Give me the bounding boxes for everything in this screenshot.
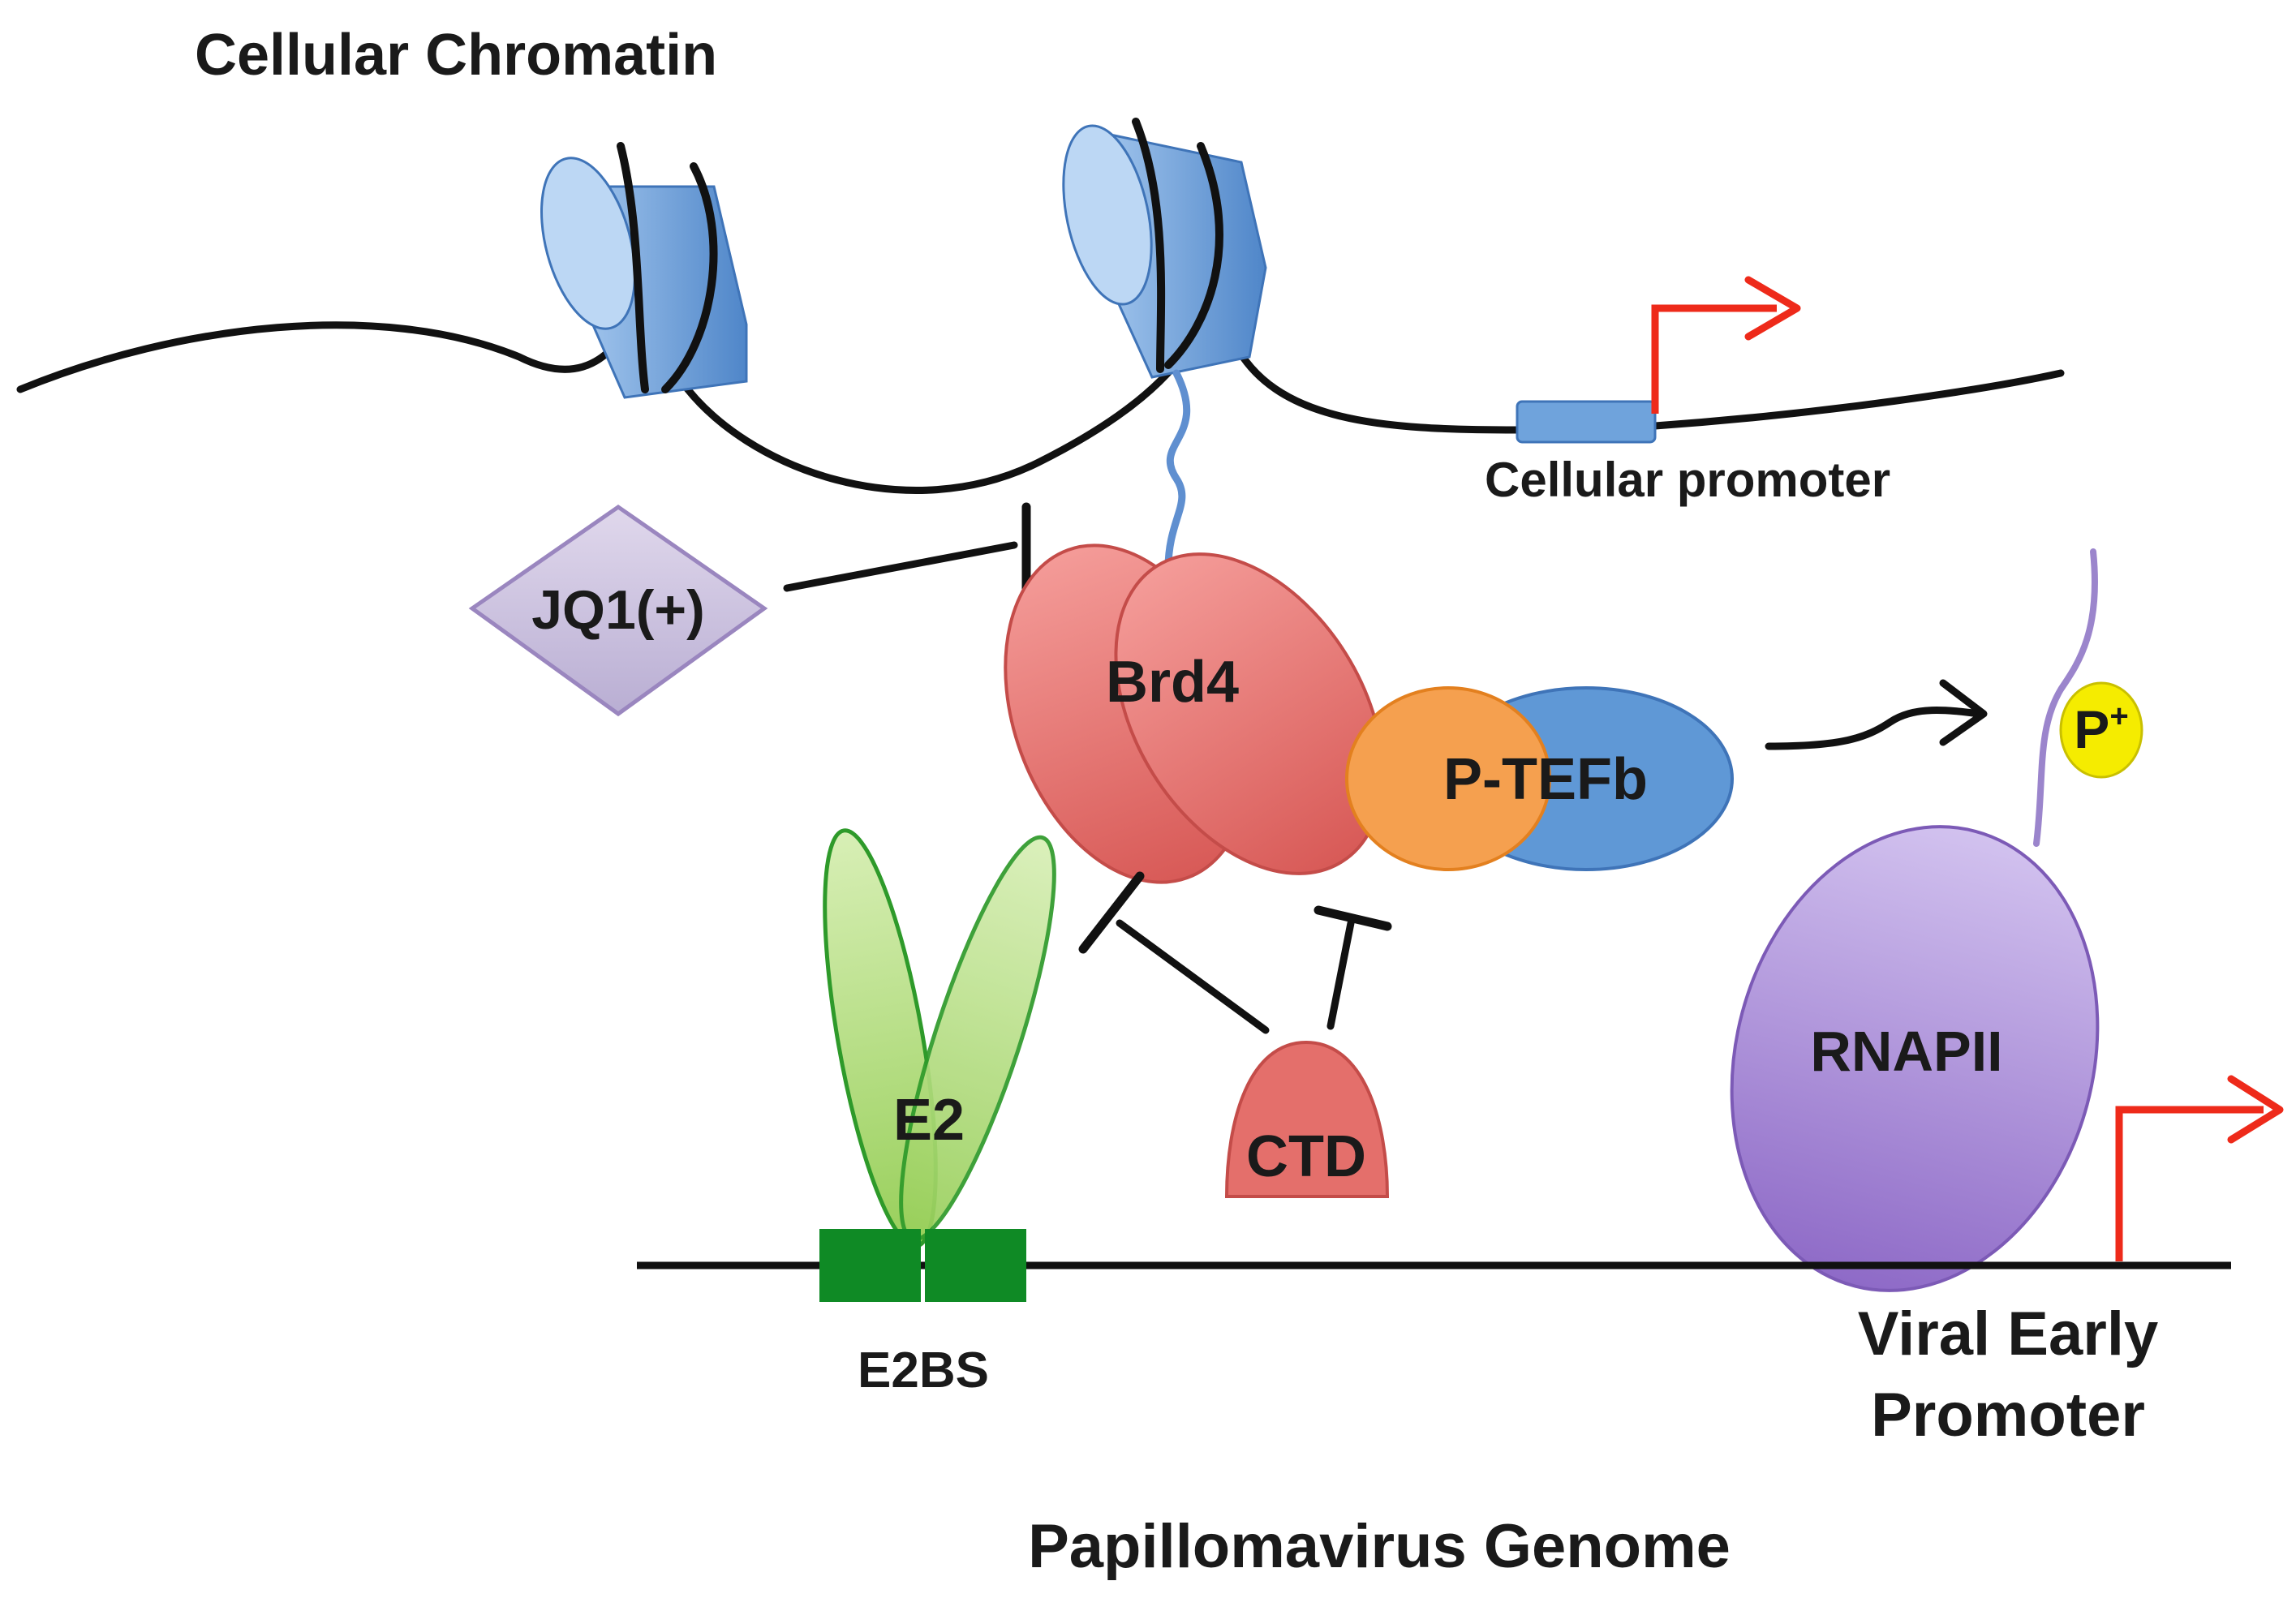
e2-dimer [823,828,1056,1248]
rnapii-polymerase [1730,825,2100,1292]
rnapii-label: RNAPII [1810,1020,2002,1083]
phospho-label: P+ [2074,698,2128,759]
brd4-label: Brd4 [1106,650,1239,715]
ctd-domain [1224,1040,1390,1198]
brd4-tether [1164,369,1191,572]
viral-promoter-arrow [2115,1106,2264,1261]
ptefb-complex [1345,686,1734,871]
viral-promoter-label-line2: Promoter [1871,1381,2145,1450]
ctd-inhibition-bar-brd4 [1078,871,1145,954]
activation-arrow [1765,707,1984,750]
ptefb-label: P-TEFb [1443,747,1648,812]
cellular-promoter-arrow [1651,304,1777,414]
viral-promoter-label-line1: Viral Early [1858,1300,2158,1368]
jq1-diamond [468,504,768,717]
cellular-promoter-arrowhead [1744,276,1801,341]
nucleosome-2 [1062,118,1267,379]
e2-label: E2 [893,1088,965,1153]
jq1-label: JQ1(+) [531,579,705,641]
cellular-promoter-box [1516,400,1657,444]
ctd-inhibition-line-brd4 [1116,919,1270,1034]
e2bs-box-left [819,1229,921,1302]
ctd-inhibition-bar-ptefb [1314,905,1392,931]
papillomavirus-genome-title: Papillomavirus Genome [1028,1512,1731,1581]
viral-promoter-arrowhead [2227,1075,2284,1144]
phospho-group [2059,681,2143,779]
e2bs-box-right [925,1229,1026,1302]
ctd-label: CTD [1246,1124,1366,1189]
e2bs-label: E2BS [858,1342,989,1398]
jq1-inhibition-line [783,541,1018,592]
cellular-chromatin-title: Cellular Chromatin [195,23,717,88]
ctd-inhibition-line-ptefb [1326,919,1355,1030]
brd4-protein [1004,543,1385,884]
rnapii-ctd-tail [2033,548,2098,847]
activation-arrowhead [1939,679,1988,746]
cellular-promoter-label: Cellular promoter [1485,453,1890,507]
nucleosome-1 [540,142,748,399]
